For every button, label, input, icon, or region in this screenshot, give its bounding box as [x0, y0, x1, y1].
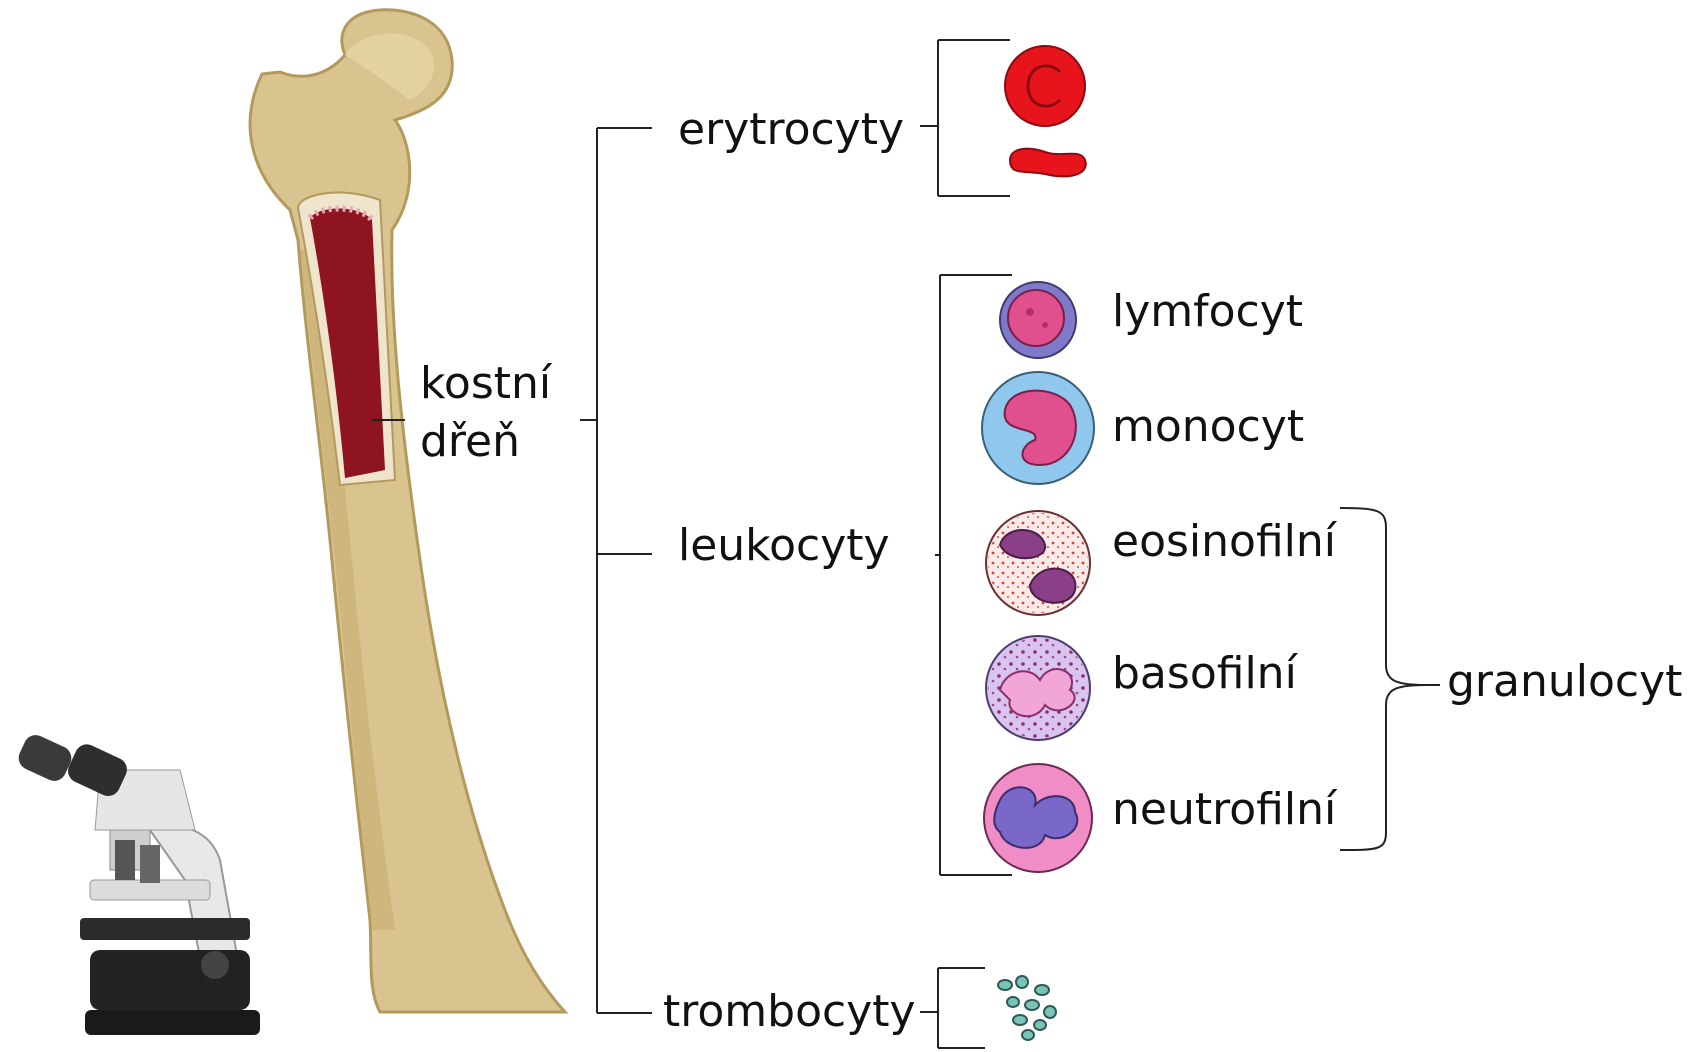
erythrocyte-icon: [1005, 46, 1085, 126]
monocyte-icon: [982, 372, 1094, 484]
monocyte-label: monocyt: [1112, 405, 1304, 449]
lymphocyte-label: lymfocyt: [1112, 290, 1303, 334]
marrow-label-line2: dřeň: [420, 420, 520, 464]
thrombocytes-label: trombocyty: [663, 990, 916, 1034]
basophil-icon: [986, 636, 1090, 740]
lymphocyte-icon: [1000, 282, 1076, 358]
leukocytes-label: leukocyty: [678, 524, 890, 568]
granulocyte-label: granulocyt: [1447, 660, 1682, 704]
microscope-illustration: [15, 731, 260, 1035]
erythrocytes-label: erytrocyty: [678, 108, 904, 152]
thrombocyte-icon: [998, 976, 1056, 1040]
neutrophil-label: neutrofilní: [1112, 788, 1336, 832]
marrow-label-line1: kostní: [420, 362, 551, 406]
hierarchy-lines: [580, 128, 652, 1013]
femur-bone-illustration: [250, 10, 565, 1012]
femur-shaft: [250, 10, 565, 1012]
basophil-label: basofilní: [1112, 652, 1297, 696]
neutrophil-icon: [984, 764, 1092, 872]
granulocyte-brace: [1340, 508, 1425, 850]
thrombocyte-bracket: [920, 968, 985, 1048]
erythrocyte-side-icon: [1010, 149, 1086, 177]
eosinophil-label: eosinofilní: [1112, 520, 1336, 564]
eosinophil-icon: [986, 511, 1090, 615]
erythrocyte-bracket: [920, 40, 1010, 196]
